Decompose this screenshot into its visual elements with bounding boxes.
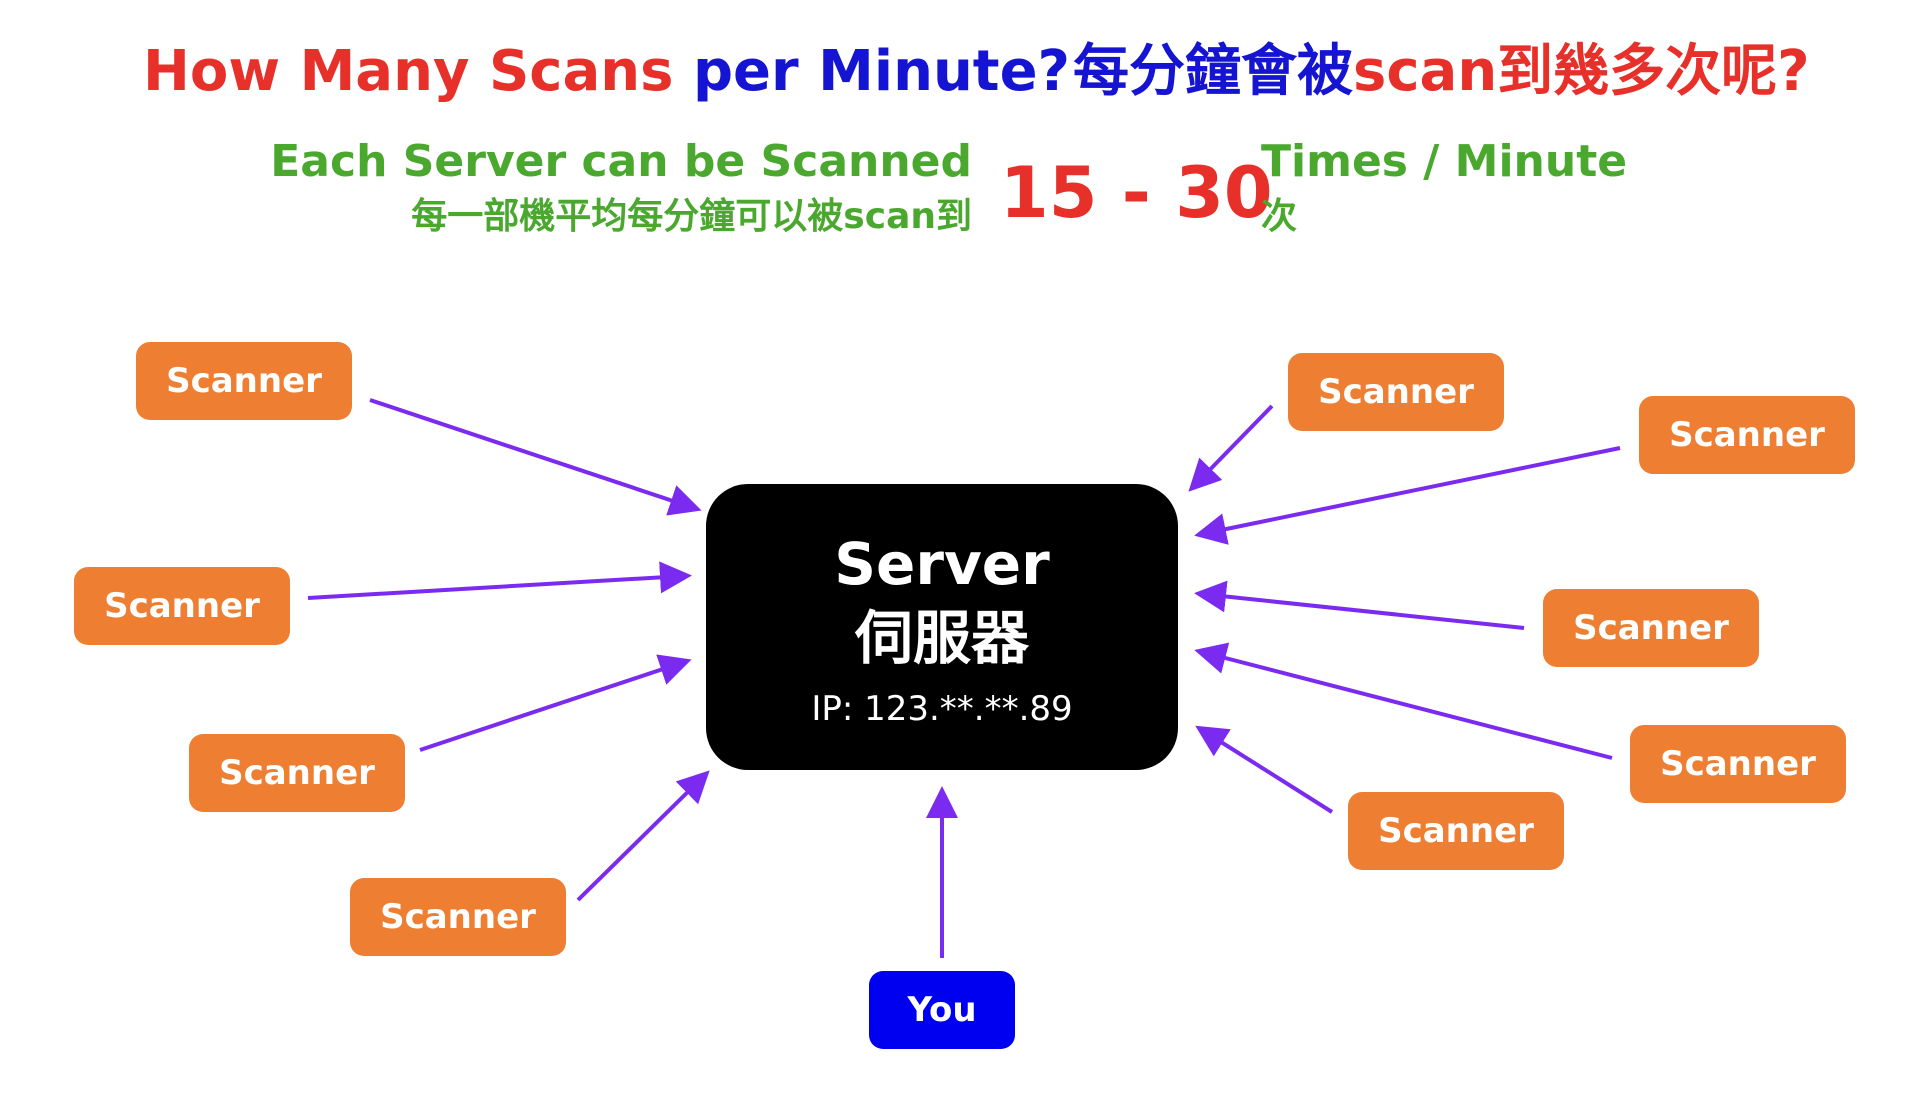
subtitle-right-zh: 次 [1261,196,1298,237]
subtitle-left-en: Each Server can be Scanned [270,136,972,187]
arrow-scanner-8 [1194,642,1613,760]
scanner-node-9[interactable]: Scanner [1348,792,1564,870]
arrow-scanner-3 [419,654,692,752]
server-label-en: Server [834,530,1050,598]
scanner-node-4[interactable]: Scanner [350,878,566,956]
server-label-zh: 伺服器 [854,604,1029,672]
scanner-node-6[interactable]: Scanner [1639,396,1855,474]
arrow-scanner-1 [369,398,702,516]
subtitle-right-en: Times / Minute [1261,136,1628,187]
title-en-part1: How Many Scans [143,39,674,104]
title-en-part2: per Minute? [692,39,1071,104]
scanner-node-1[interactable]: Scanner [136,342,352,420]
scan-range: 15 - 30 [1000,152,1273,234]
server-ip: IP: 123.**.**.89 [811,689,1073,729]
scanner-node-7[interactable]: Scanner [1543,589,1759,667]
arrow-scanner-6 [1194,446,1621,545]
arrow-scanner-9 [1195,725,1334,814]
title-english: How Many Scans per Minute? [143,34,1070,110]
scanner-node-8[interactable]: Scanner [1630,725,1846,803]
arrow-scanner-2 [307,561,692,600]
arrow-scanner-7 [1194,580,1525,630]
scanner-node-3[interactable]: Scanner [189,734,405,812]
scanner-node-5[interactable]: Scanner [1288,353,1504,431]
arrow-scanner-4 [576,770,710,902]
title-chinese: 每分鐘會被scan到幾多次呢? [1073,34,1810,110]
you-node[interactable]: You [869,971,1015,1049]
subtitle-right: Times / Minute 次 [1261,132,1627,242]
scanner-node-2[interactable]: Scanner [74,567,290,645]
subtitle-left-zh: 每一部機平均每分鐘可以被scan到 [411,196,972,237]
title-zh-part1: 每分鐘會被 [1073,39,1353,104]
arrow-scanner-5 [1188,404,1274,492]
subtitle-left: Each Server can be Scanned 每一部機平均每分鐘可以被s… [270,132,972,242]
server-box: Server 伺服器 IP: 123.**.**.89 [706,484,1178,770]
title-zh-part2: scan到幾多次呢? [1353,39,1810,104]
